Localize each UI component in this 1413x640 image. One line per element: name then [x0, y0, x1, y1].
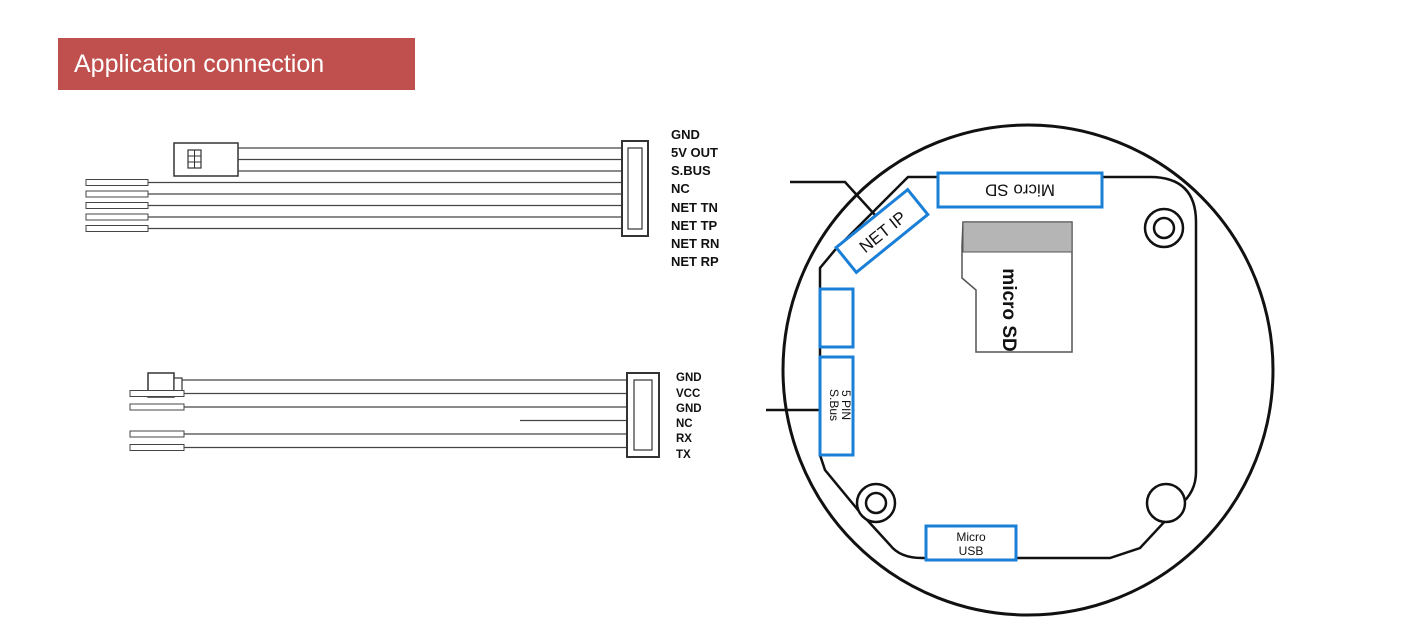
cable-2-connector-housing [626, 372, 660, 458]
wire-terminal [85, 190, 149, 198]
cable-2-pin-label: RX [676, 433, 692, 445]
wire-terminal [85, 225, 149, 232]
wire-terminal [85, 213, 149, 221]
cable-1-pin-label: 5V OUT [671, 145, 718, 160]
micro-sd-card-logo: micro SD [998, 268, 1019, 351]
micro-sd-card: micro SD [961, 221, 1073, 353]
s-bus-port-label: 5 PIN [839, 390, 853, 420]
wire-terminal [129, 444, 185, 451]
wire-terminal [129, 430, 185, 438]
mounting-hole [1143, 207, 1185, 249]
mounting-hole [855, 482, 897, 524]
wire-terminal [129, 403, 185, 411]
cable-1-pin-label: NET TN [671, 200, 718, 215]
cable-1-label-panel [666, 104, 759, 280]
wire-terminal [85, 202, 149, 209]
net-ip-leader-line [790, 180, 876, 216]
micro-usb-port-label: Micro [956, 530, 986, 544]
section-banner: Application connection [58, 38, 415, 90]
cable-1-pin-label: NET RN [671, 236, 719, 251]
cable-2-pin-label: NC [676, 418, 693, 430]
micro-usb-port: Micro USB [924, 524, 1018, 562]
cable-1: GND 5V OUT S.BUS NC NET TN NET TP NET RN… [85, 104, 759, 280]
cable-2-pin-labels: GND VCC GND NC RX TX [676, 372, 702, 461]
cable-1-wires [85, 147, 622, 232]
cable-1-pin-label: S.BUS [671, 163, 711, 178]
micro-sd-port-label: Micro SD [985, 181, 1055, 200]
cable-1-pin-label: NET RP [671, 254, 719, 269]
cable-2-pin-label: TX [676, 449, 691, 461]
cable-1-pin-label: NC [671, 181, 690, 196]
wire-terminal [129, 390, 185, 397]
cable-2-pin-label: GND [676, 403, 702, 415]
section-title: Application connection [74, 49, 325, 78]
cable-2-wires [129, 379, 627, 451]
s-bus-port: 5 PIN S.Bus [818, 355, 855, 457]
cable-1-connector-housing [621, 140, 649, 237]
micro-sd-port: Micro SD [936, 171, 1104, 209]
cable-1-pin-label: NET TP [671, 218, 718, 233]
cable-2: GND VCC GND NC RX TX [129, 372, 702, 461]
wire-terminal [85, 179, 149, 186]
cable-1-pin-label: GND [671, 127, 700, 142]
cable-1-pin-labels: GND 5V OUT S.BUS NC NET TN NET TP NET RN… [671, 127, 719, 269]
blank-port [818, 287, 855, 349]
s-bus-port-label: S.Bus [827, 389, 841, 421]
cable-2-pin-label: GND [676, 372, 702, 384]
cable-2-pin-label: VCC [676, 388, 700, 400]
mounting-hole [1145, 482, 1187, 524]
micro-usb-port-label: USB [959, 544, 984, 558]
circuit-board: NET IP Micro SD micro SD [766, 123, 1275, 617]
cable-1-small-connector [173, 142, 239, 177]
